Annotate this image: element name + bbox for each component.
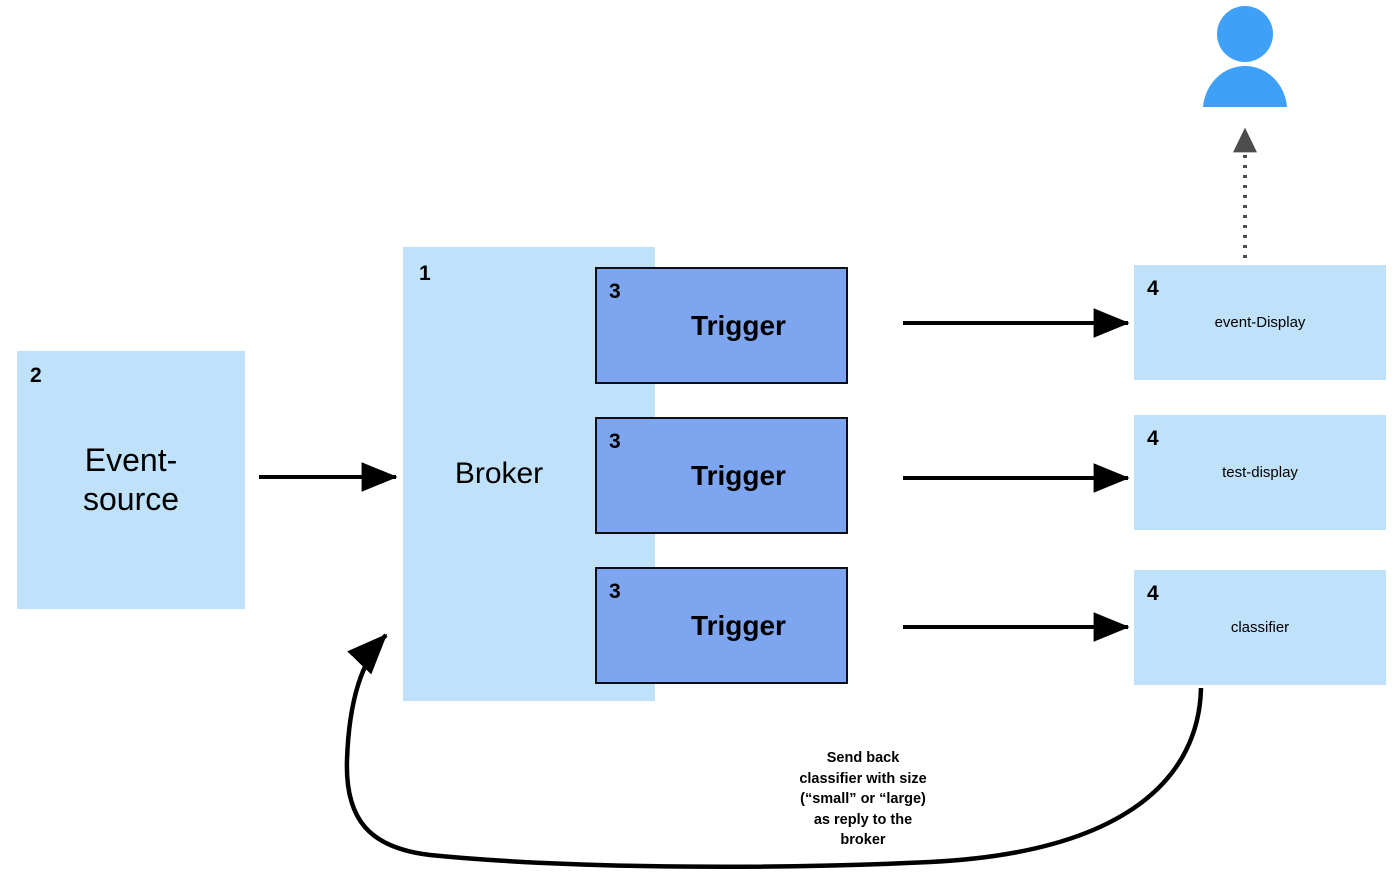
trigger-label-2: Trigger — [691, 459, 786, 491]
event-source-node[interactable]: 2 Event- source — [17, 351, 245, 609]
reply-flow-caption: Send back classifier with size (“small” … — [799, 750, 927, 849]
sink-node-classifier[interactable]: 4 classifier — [1134, 570, 1386, 685]
broker-label: Broker — [454, 457, 544, 490]
event-source-badge: 2 — [30, 364, 42, 387]
sink-label-2: test-display — [1222, 464, 1298, 481]
broker-badge: 1 — [419, 262, 431, 285]
sink-badge-1: 4 — [1147, 277, 1159, 300]
trigger-node-2[interactable]: 3 Trigger — [595, 417, 848, 534]
sink-label-3: classifier — [1230, 619, 1290, 636]
sink-badge-2: 4 — [1147, 427, 1159, 450]
trigger-label-3: Trigger — [691, 609, 786, 641]
sink-label-1: event-Display — [1214, 314, 1306, 331]
trigger-node-3[interactable]: 3 Trigger — [595, 567, 848, 684]
sink-node-event-display[interactable]: 4 event-Display — [1134, 265, 1386, 380]
trigger-badge-1: 3 — [609, 280, 621, 303]
sink-badge-3: 4 — [1147, 582, 1159, 605]
trigger-node-1[interactable]: 3 Trigger — [595, 267, 848, 384]
trigger-badge-3: 3 — [609, 580, 621, 603]
sink-node-test-display[interactable]: 4 test-display — [1134, 415, 1386, 530]
trigger-label-1: Trigger — [691, 309, 786, 341]
trigger-badge-2: 3 — [609, 430, 621, 453]
event-source-label: Event- source — [82, 441, 180, 517]
user-person-icon — [1203, 6, 1287, 107]
